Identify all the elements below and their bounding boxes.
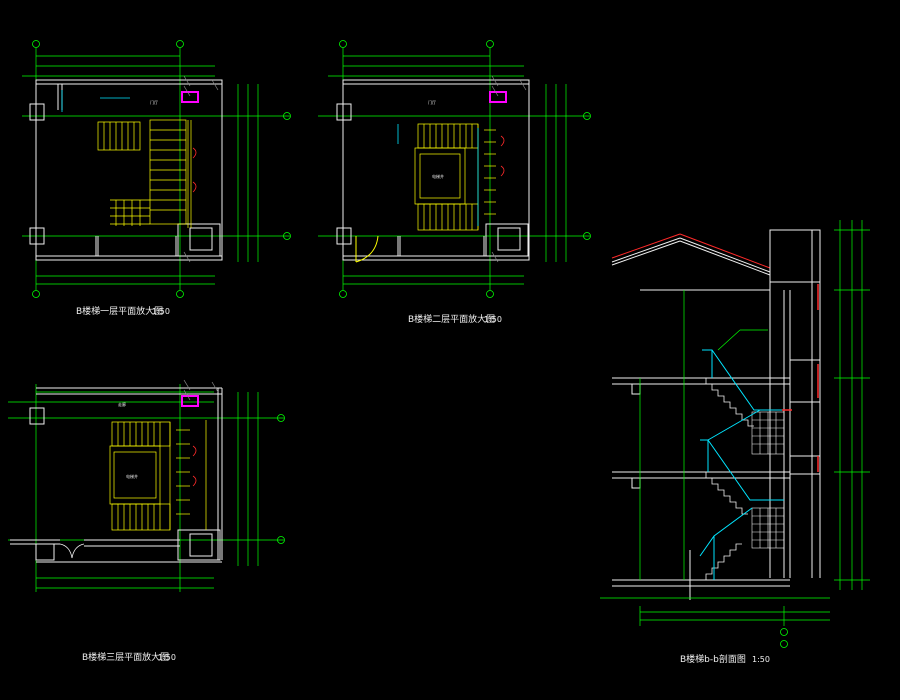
plan2-hatch [491,75,527,263]
section-grid-bubbles [780,628,788,648]
plan-floor-3: 走廊 电梯井 B楼梯三层平面放大图 1:50 [8,379,285,663]
section-b-b: B楼梯b-b剖面图 1:50 [600,220,870,665]
section-stair-flights [700,377,754,581]
plan3-hatch [183,379,219,401]
plan3-double-door [59,543,85,559]
section-dimensions [600,220,870,626]
plan2-doors [500,135,505,177]
plan3-scale: 1:50 [158,653,176,662]
plan2-room-label: 门厅 [428,99,436,105]
plan1-hatch [183,75,219,263]
plan2-core-label: 电梯井 [432,173,444,179]
plan1-room-label: 门厅 [150,99,158,105]
plan1-caption: B楼梯一层平面放大图 [76,305,163,317]
plan2-duct [489,91,507,103]
plan1-duct [181,91,199,103]
plan2-caption: B楼梯二层平面放大图 [408,313,495,325]
section-windows [782,284,819,472]
plan3-core-label: 电梯井 [126,473,138,479]
plan1-stairs [97,119,192,228]
plan1-grid-bubbles [32,40,291,298]
plan-floor-1: 门厅 B楼梯一层平面放大图 1:50 [22,40,291,317]
plan2-grid-bubbles [339,40,591,298]
section-leader [717,329,768,351]
plan2-walls [336,79,530,261]
plan1-walls [29,79,223,261]
plan1-scale: 1:50 [152,307,170,316]
section-caption: B楼梯b-b剖面图 [680,653,746,665]
plan3-grid-bubbles [277,414,285,544]
section-handrails [699,349,784,580]
section-scale: 1:50 [752,655,770,664]
section-roof-tiles [611,233,771,269]
plan2-rail [397,124,479,226]
plan3-caption: B楼梯三层平面放大图 [82,651,169,663]
plan-floor-2: 门厅 电梯井 B楼梯二层平面放大图 1:50 [318,40,591,325]
plan3-dimensions [8,384,284,592]
plan3-doors [192,445,197,487]
plan3-stairs [109,420,207,531]
section-roof [611,237,771,291]
plan1-rail [61,90,130,112]
section-walls [612,229,821,600]
plan1-doors [192,147,197,193]
section-stair-hatch [751,411,785,549]
plan3-walls [10,387,223,563]
plan2-scale: 1:50 [484,315,502,324]
plan2-entry-door [355,235,379,263]
plan3-duct [181,395,199,407]
plan2-stairs [414,123,496,231]
plan3-room-label: 走廊 [118,401,126,407]
